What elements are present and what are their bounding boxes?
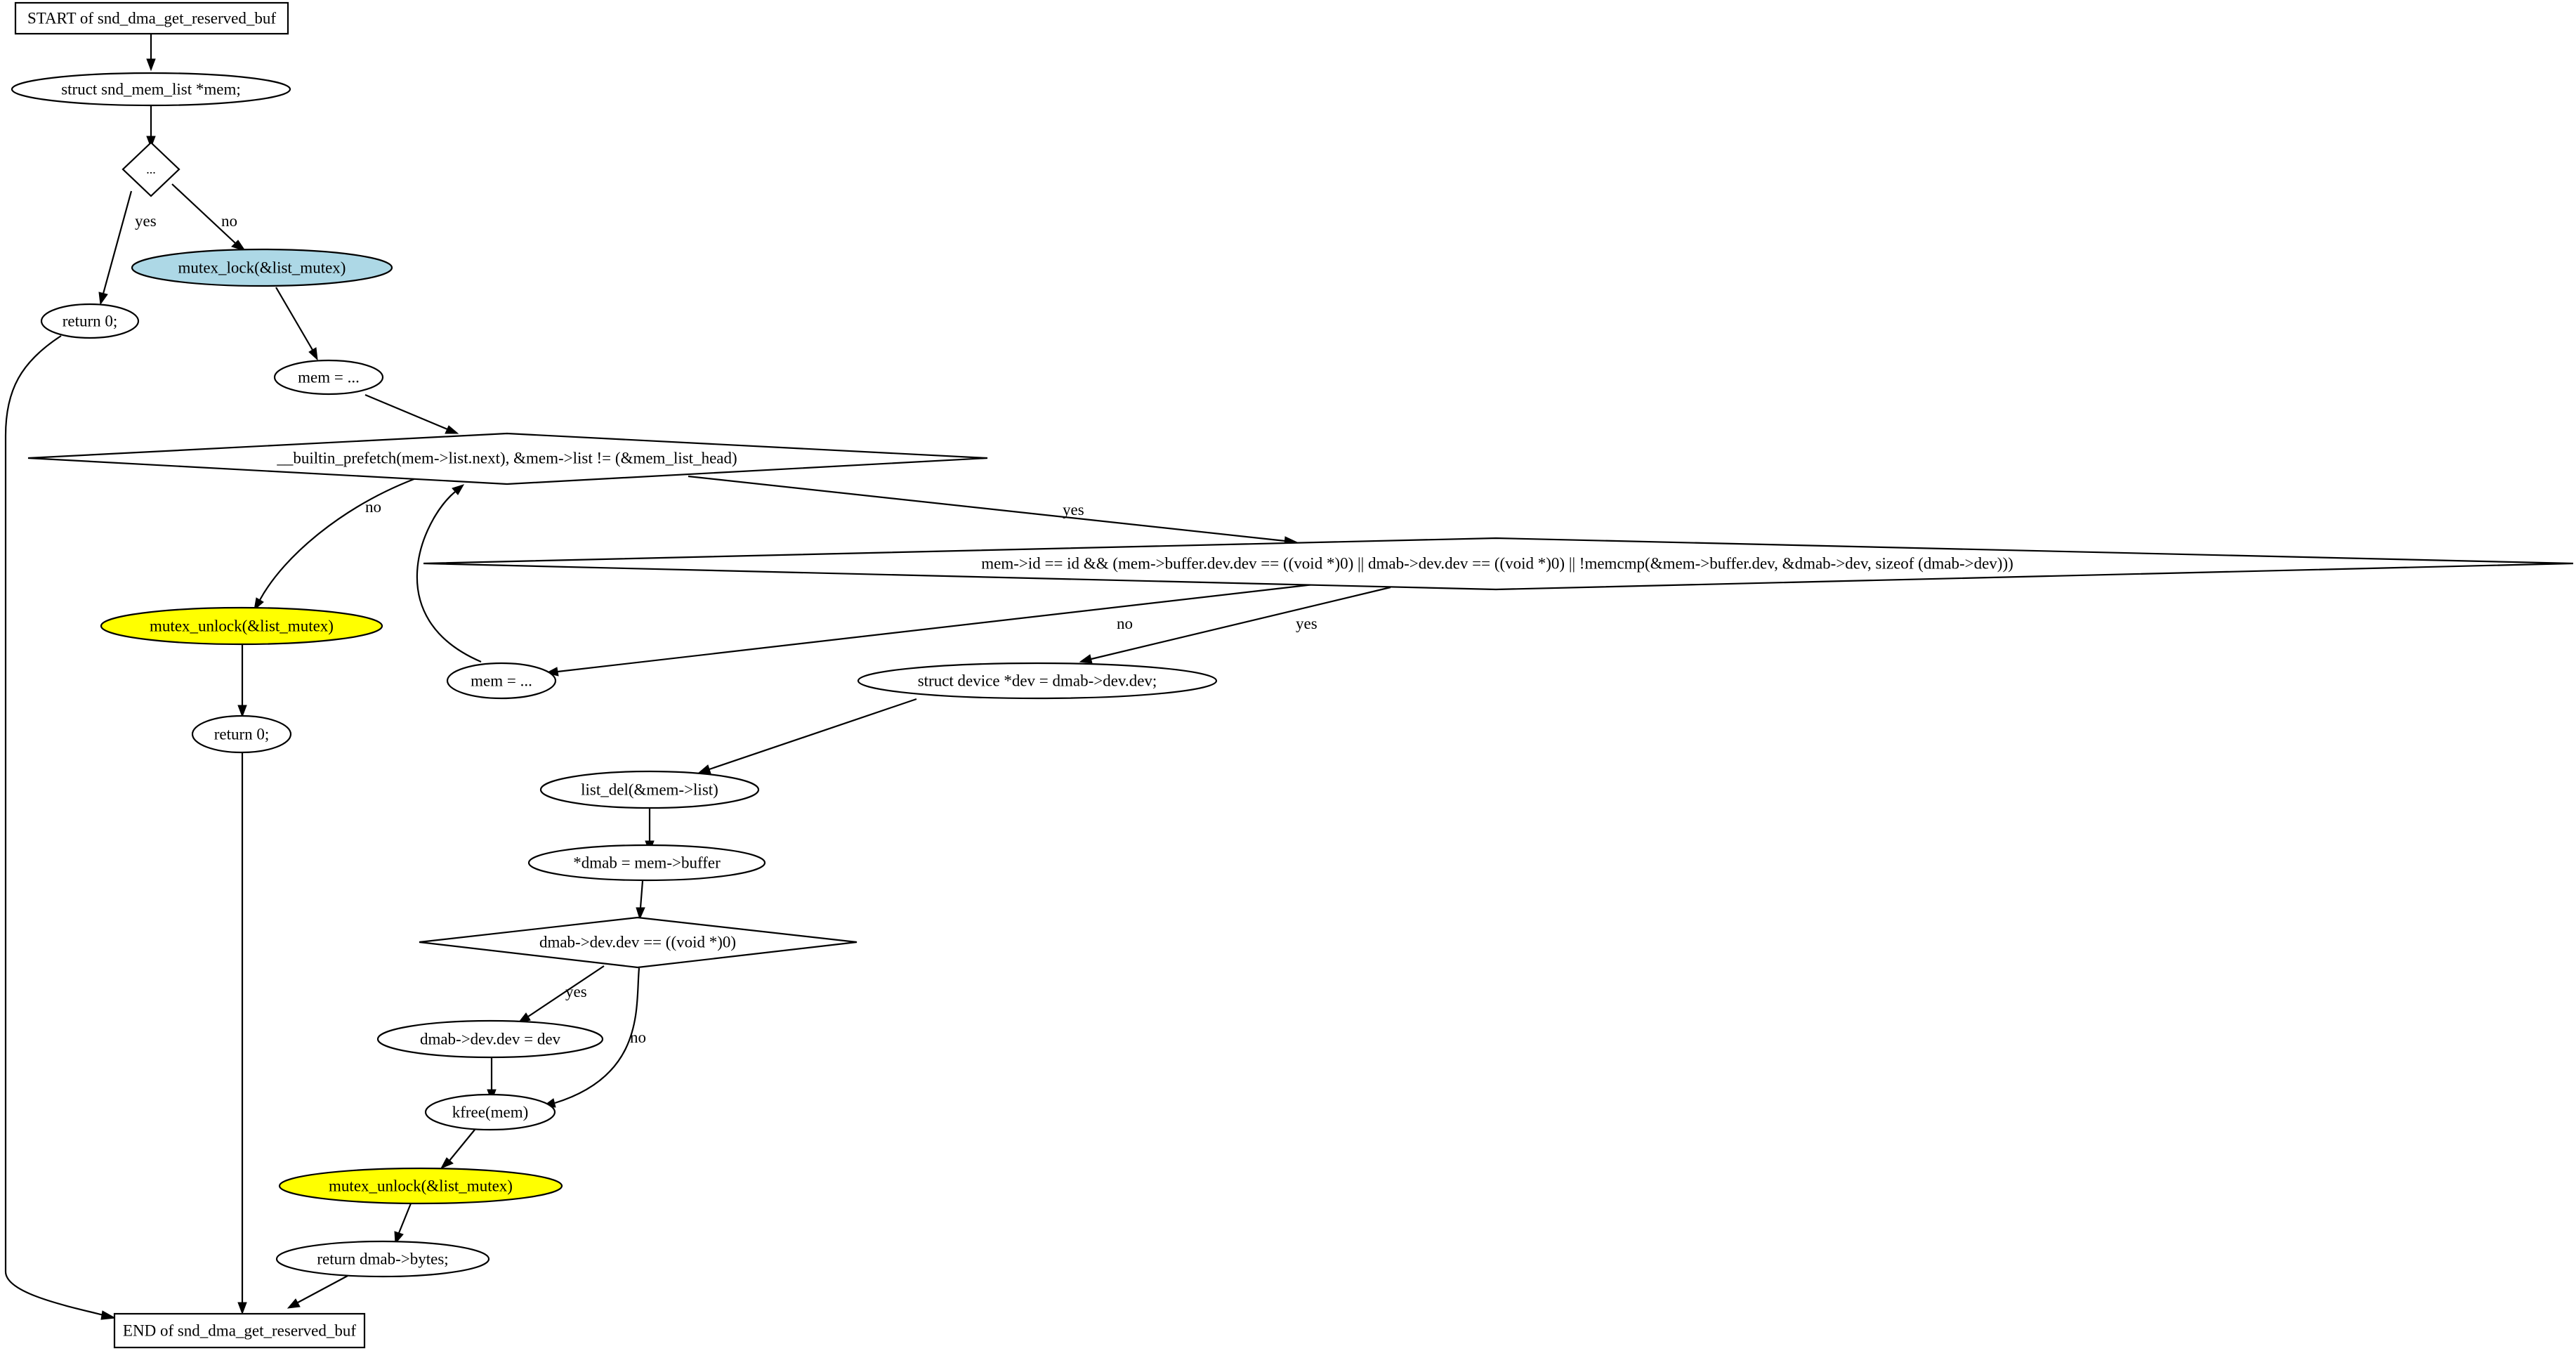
- edge-label-loop-no: no: [365, 498, 381, 516]
- edge-loop-no-to-unlock: [254, 477, 416, 611]
- edge-return-bytes-to-end: [287, 1275, 348, 1309]
- start-node-label: START of snd_dma_get_reserved_buf: [27, 10, 276, 27]
- mutex-unlock-b-label: mutex_unlock(&list_mutex): [329, 1177, 513, 1195]
- edge-dmab-to-dev-null: [636, 880, 645, 920]
- edge-loop-yes-to-match: [688, 475, 1299, 546]
- dmab-assign-label: *dmab = mem->buffer: [573, 854, 721, 872]
- dmab-assign-node: *dmab = mem->buffer: [527, 844, 766, 882]
- mem-assign-1-node: mem = ...: [273, 359, 384, 396]
- edge-label-dev-null-no: no: [630, 1029, 646, 1046]
- loop-cond-label: __builtin_prefetch(mem->list.next), &mem…: [276, 450, 737, 467]
- check-diamond: ...: [121, 141, 180, 197]
- edge-label-dev-null-yes: yes: [565, 983, 587, 1000]
- return0-b-node: return 0;: [191, 714, 292, 754]
- end-node-label: END of snd_dma_get_reserved_buf: [123, 1322, 356, 1340]
- mem-assign-2-label: mem = ...: [471, 672, 532, 690]
- end-node: END of snd_dma_get_reserved_buf: [113, 1312, 366, 1349]
- decl-dev-node: struct device *dev = dmab->dev.dev;: [857, 662, 1218, 700]
- edge-label-check-yes: yes: [135, 212, 157, 230]
- edge-match-no-to-mem-assign2: [545, 583, 1314, 677]
- kfree-label: kfree(mem): [452, 1104, 529, 1121]
- mutex-lock-label: mutex_lock(&list_mutex): [178, 259, 346, 277]
- return0-a-label: return 0;: [63, 313, 118, 330]
- match-cond-diamond: mem->id == id && (mem->buffer.dev.dev ==…: [423, 537, 2574, 591]
- mutex-unlock-b-node: mutex_unlock(&list_mutex): [278, 1167, 563, 1205]
- mem-assign-1-label: mem = ...: [298, 369, 360, 386]
- edge-label-match-no: no: [1117, 615, 1133, 632]
- edge-label-match-yes: yes: [1296, 615, 1317, 632]
- kfree-node: kfree(mem): [424, 1093, 556, 1131]
- list-del-label: list_del(&mem->list): [581, 781, 718, 799]
- check-label: ...: [146, 162, 156, 176]
- edge-dev-null-yes-to-dev-assign: [517, 965, 605, 1024]
- edge-check-yes-to-return0: [98, 190, 133, 306]
- decl-dev-label: struct device *dev = dmab->dev.dev;: [918, 672, 1157, 690]
- mutex-unlock-a-node: mutex_unlock(&list_mutex): [100, 606, 383, 646]
- dev-assign-label: dmab->dev.dev = dev: [420, 1031, 561, 1048]
- edge-match-yes-to-decl-dev: [1079, 586, 1391, 664]
- edge-return0b-to-end: [237, 753, 247, 1315]
- dev-null-cond-label: dmab->dev.dev == ((void *)0): [539, 934, 736, 951]
- edge-decl-to-check: [146, 106, 156, 149]
- edge-unlock-b-to-return-bytes: [394, 1203, 412, 1245]
- nodes: START of snd_dma_get_reserved_buf struct…: [11, 1, 2574, 1349]
- edge-mutex-lock-to-mem-assign: [275, 287, 318, 361]
- return-bytes-label: return dmab->bytes;: [317, 1251, 448, 1268]
- mutex-unlock-a-label: mutex_unlock(&list_mutex): [150, 618, 334, 635]
- edge-labels: yes no no yes no yes yes no: [135, 212, 1317, 1046]
- edge-decl-dev-to-list-del: [697, 698, 917, 774]
- mem-assign-2-node: mem = ...: [446, 662, 557, 700]
- dev-assign-node: dmab->dev.dev = dev: [376, 1019, 604, 1059]
- edge-check-no-to-mutex-lock: [171, 183, 247, 252]
- edge-label-check-no: no: [221, 212, 237, 230]
- start-node: START of snd_dma_get_reserved_buf: [14, 1, 289, 35]
- return-bytes-node: return dmab->bytes;: [275, 1240, 490, 1278]
- return0-b-label: return 0;: [214, 726, 270, 743]
- mutex-lock-node: mutex_lock(&list_mutex): [131, 248, 393, 287]
- decl-mem-label: struct snd_mem_list *mem;: [61, 81, 241, 98]
- edge-return0-to-end: [4, 335, 117, 1320]
- return0-a-node: return 0;: [40, 303, 140, 339]
- edges: [4, 34, 1391, 1320]
- dev-null-cond-diamond: dmab->dev.dev == ((void *)0): [419, 916, 857, 969]
- decl-mem-node: struct snd_mem_list *mem;: [11, 72, 291, 107]
- edge-mem-assign2-back-to-loop: [416, 484, 482, 663]
- edge-unlock-to-return0b: [237, 644, 247, 718]
- edge-start-to-decl: [146, 34, 156, 72]
- edge-label-loop-yes: yes: [1063, 501, 1084, 518]
- loop-cond-diamond: __builtin_prefetch(mem->list.next), &mem…: [27, 432, 988, 485]
- edge-kfree-to-unlock-b: [440, 1129, 475, 1169]
- edge-mem-assign-to-loop: [364, 393, 459, 434]
- list-del-node: list_del(&mem->list): [539, 770, 760, 809]
- match-cond-label: mem->id == id && (mem->buffer.dev.dev ==…: [981, 555, 2013, 573]
